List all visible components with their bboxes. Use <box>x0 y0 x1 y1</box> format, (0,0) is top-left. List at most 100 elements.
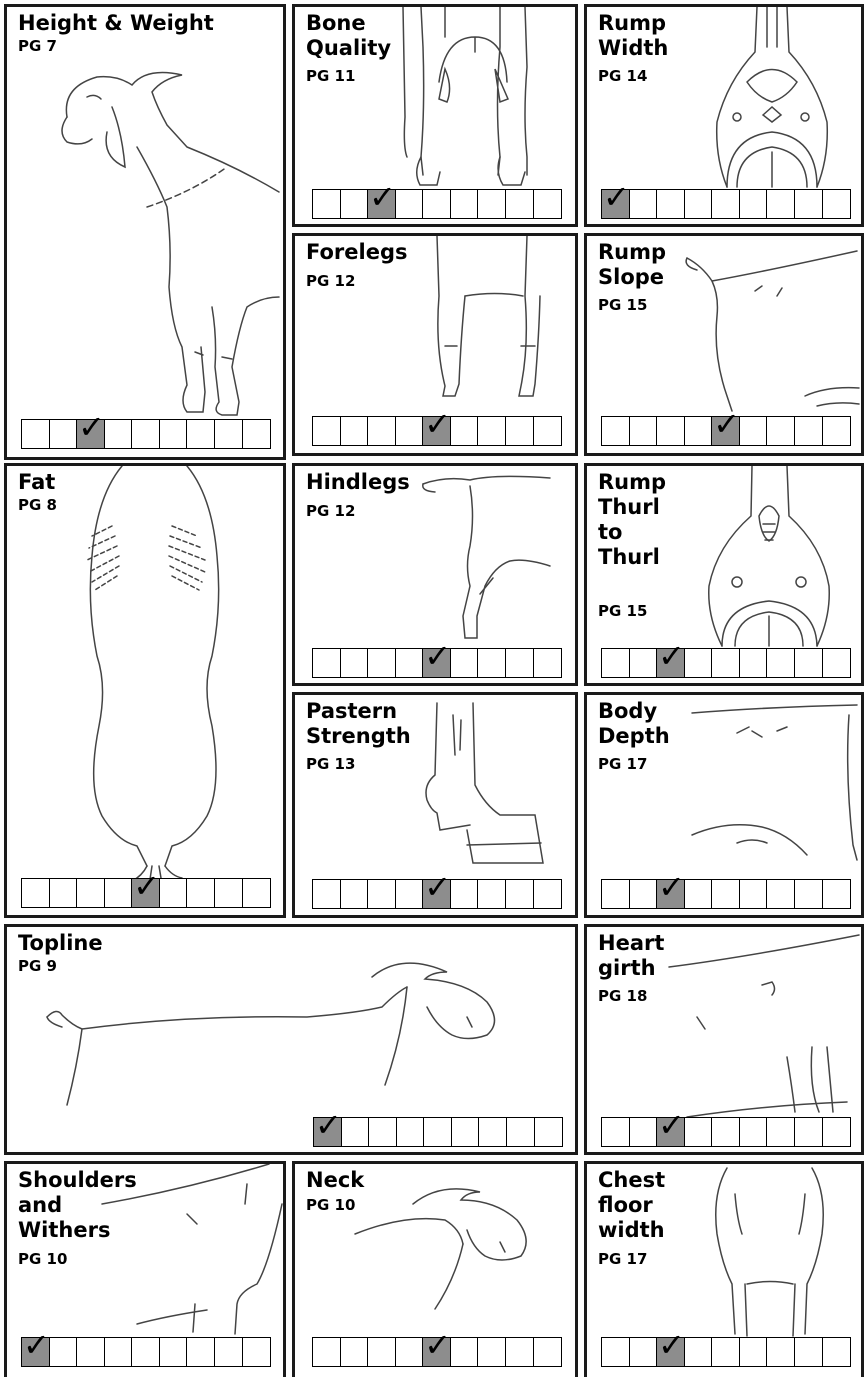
rating-cell-1[interactable] <box>313 1338 341 1366</box>
rating-cell-3[interactable] <box>77 879 105 907</box>
rating-cell-8[interactable] <box>506 190 534 218</box>
rating-cell-7[interactable] <box>767 417 795 445</box>
rating-cell-1[interactable] <box>313 190 341 218</box>
rating-cell-6[interactable] <box>451 880 479 908</box>
rating-cell-2[interactable] <box>341 417 369 445</box>
rating-cell-4[interactable] <box>397 1118 425 1146</box>
rating-cell-7[interactable] <box>478 417 506 445</box>
rating-cell-3[interactable]: ✓ <box>77 420 105 448</box>
rating-cell-6[interactable] <box>740 417 768 445</box>
rating-cell-6[interactable] <box>740 1338 768 1366</box>
rating-cell-9[interactable] <box>535 1118 563 1146</box>
rating-cell-9[interactable] <box>823 1338 851 1366</box>
rating-cell-4[interactable] <box>105 1338 133 1366</box>
rating-cell-6[interactable] <box>451 1338 479 1366</box>
rating-cell-5[interactable] <box>423 190 451 218</box>
rating-cell-4[interactable] <box>105 879 133 907</box>
rating-cell-5[interactable] <box>712 880 740 908</box>
rating-cell-7[interactable] <box>479 1118 507 1146</box>
rating-cell-9[interactable] <box>823 190 851 218</box>
rating-cell-8[interactable] <box>795 880 823 908</box>
rating-cell-4[interactable] <box>685 649 713 677</box>
rating-cell-3[interactable] <box>657 190 685 218</box>
rating-cell-8[interactable] <box>506 649 534 677</box>
rating-cell-3[interactable] <box>369 1118 397 1146</box>
rating-cell-4[interactable] <box>685 1338 713 1366</box>
rating-cell-6[interactable] <box>160 879 188 907</box>
rating-cell-2[interactable] <box>630 1338 658 1366</box>
rating-cell-5[interactable]: ✓ <box>132 879 160 907</box>
rating-cell-4[interactable] <box>685 190 713 218</box>
rating-cell-8[interactable] <box>795 1338 823 1366</box>
rating-cell-2[interactable] <box>630 417 658 445</box>
rating-cell-7[interactable] <box>478 880 506 908</box>
rating-cell-2[interactable] <box>342 1118 370 1146</box>
rating-cell-7[interactable] <box>187 420 215 448</box>
rating-cell-1[interactable]: ✓ <box>314 1118 342 1146</box>
rating-cell-6[interactable] <box>740 649 768 677</box>
rating-cell-3[interactable] <box>368 417 396 445</box>
rating-cell-4[interactable] <box>396 649 424 677</box>
rating-cell-9[interactable] <box>823 417 851 445</box>
rating-cell-1[interactable] <box>313 880 341 908</box>
rating-cell-6[interactable] <box>740 190 768 218</box>
rating-cell-2[interactable] <box>630 649 658 677</box>
rating-cell-3[interactable] <box>657 417 685 445</box>
rating-cell-9[interactable] <box>823 649 851 677</box>
rating-cell-9[interactable] <box>534 880 562 908</box>
rating-cell-9[interactable] <box>243 420 271 448</box>
rating-cell-8[interactable] <box>795 649 823 677</box>
rating-cell-6[interactable] <box>160 1338 188 1366</box>
rating-cell-7[interactable] <box>767 1118 795 1146</box>
rating-cell-8[interactable] <box>507 1118 535 1146</box>
rating-cell-3[interactable]: ✓ <box>368 190 396 218</box>
rating-cell-6[interactable] <box>451 190 479 218</box>
rating-cell-5[interactable] <box>132 1338 160 1366</box>
rating-cell-2[interactable] <box>50 420 78 448</box>
rating-cell-9[interactable] <box>823 880 851 908</box>
rating-cell-9[interactable] <box>534 649 562 677</box>
rating-cell-1[interactable] <box>313 417 341 445</box>
rating-cell-3[interactable]: ✓ <box>657 1338 685 1366</box>
rating-cell-8[interactable] <box>795 417 823 445</box>
rating-cell-5[interactable] <box>424 1118 452 1146</box>
rating-cell-5[interactable] <box>712 190 740 218</box>
rating-cell-5[interactable]: ✓ <box>423 1338 451 1366</box>
rating-cell-8[interactable] <box>506 880 534 908</box>
rating-cell-4[interactable] <box>396 417 424 445</box>
rating-cell-8[interactable] <box>795 190 823 218</box>
rating-cell-1[interactable] <box>602 880 630 908</box>
rating-cell-7[interactable] <box>767 649 795 677</box>
rating-cell-5[interactable]: ✓ <box>423 880 451 908</box>
rating-cell-7[interactable] <box>767 1338 795 1366</box>
rating-cell-8[interactable] <box>795 1118 823 1146</box>
rating-cell-9[interactable] <box>243 1338 271 1366</box>
rating-cell-9[interactable] <box>534 1338 562 1366</box>
rating-cell-6[interactable] <box>160 420 188 448</box>
rating-cell-4[interactable] <box>105 420 133 448</box>
rating-cell-4[interactable] <box>396 1338 424 1366</box>
rating-cell-6[interactable] <box>451 649 479 677</box>
rating-cell-3[interactable]: ✓ <box>657 1118 685 1146</box>
rating-cell-2[interactable] <box>630 1118 658 1146</box>
rating-cell-7[interactable] <box>767 880 795 908</box>
rating-cell-2[interactable] <box>341 190 369 218</box>
rating-cell-7[interactable] <box>767 190 795 218</box>
rating-cell-2[interactable] <box>50 1338 78 1366</box>
rating-cell-5[interactable] <box>712 649 740 677</box>
rating-cell-3[interactable] <box>368 649 396 677</box>
rating-cell-9[interactable] <box>823 1118 851 1146</box>
rating-cell-5[interactable] <box>712 1118 740 1146</box>
rating-cell-1[interactable] <box>22 879 50 907</box>
rating-cell-5[interactable] <box>132 420 160 448</box>
rating-cell-2[interactable] <box>630 880 658 908</box>
rating-cell-9[interactable] <box>534 190 562 218</box>
rating-cell-4[interactable] <box>685 417 713 445</box>
rating-cell-1[interactable] <box>602 1118 630 1146</box>
rating-cell-9[interactable] <box>243 879 271 907</box>
rating-cell-9[interactable] <box>534 417 562 445</box>
rating-cell-2[interactable] <box>341 1338 369 1366</box>
rating-cell-2[interactable] <box>341 649 369 677</box>
rating-cell-3[interactable] <box>368 1338 396 1366</box>
rating-cell-6[interactable] <box>740 880 768 908</box>
